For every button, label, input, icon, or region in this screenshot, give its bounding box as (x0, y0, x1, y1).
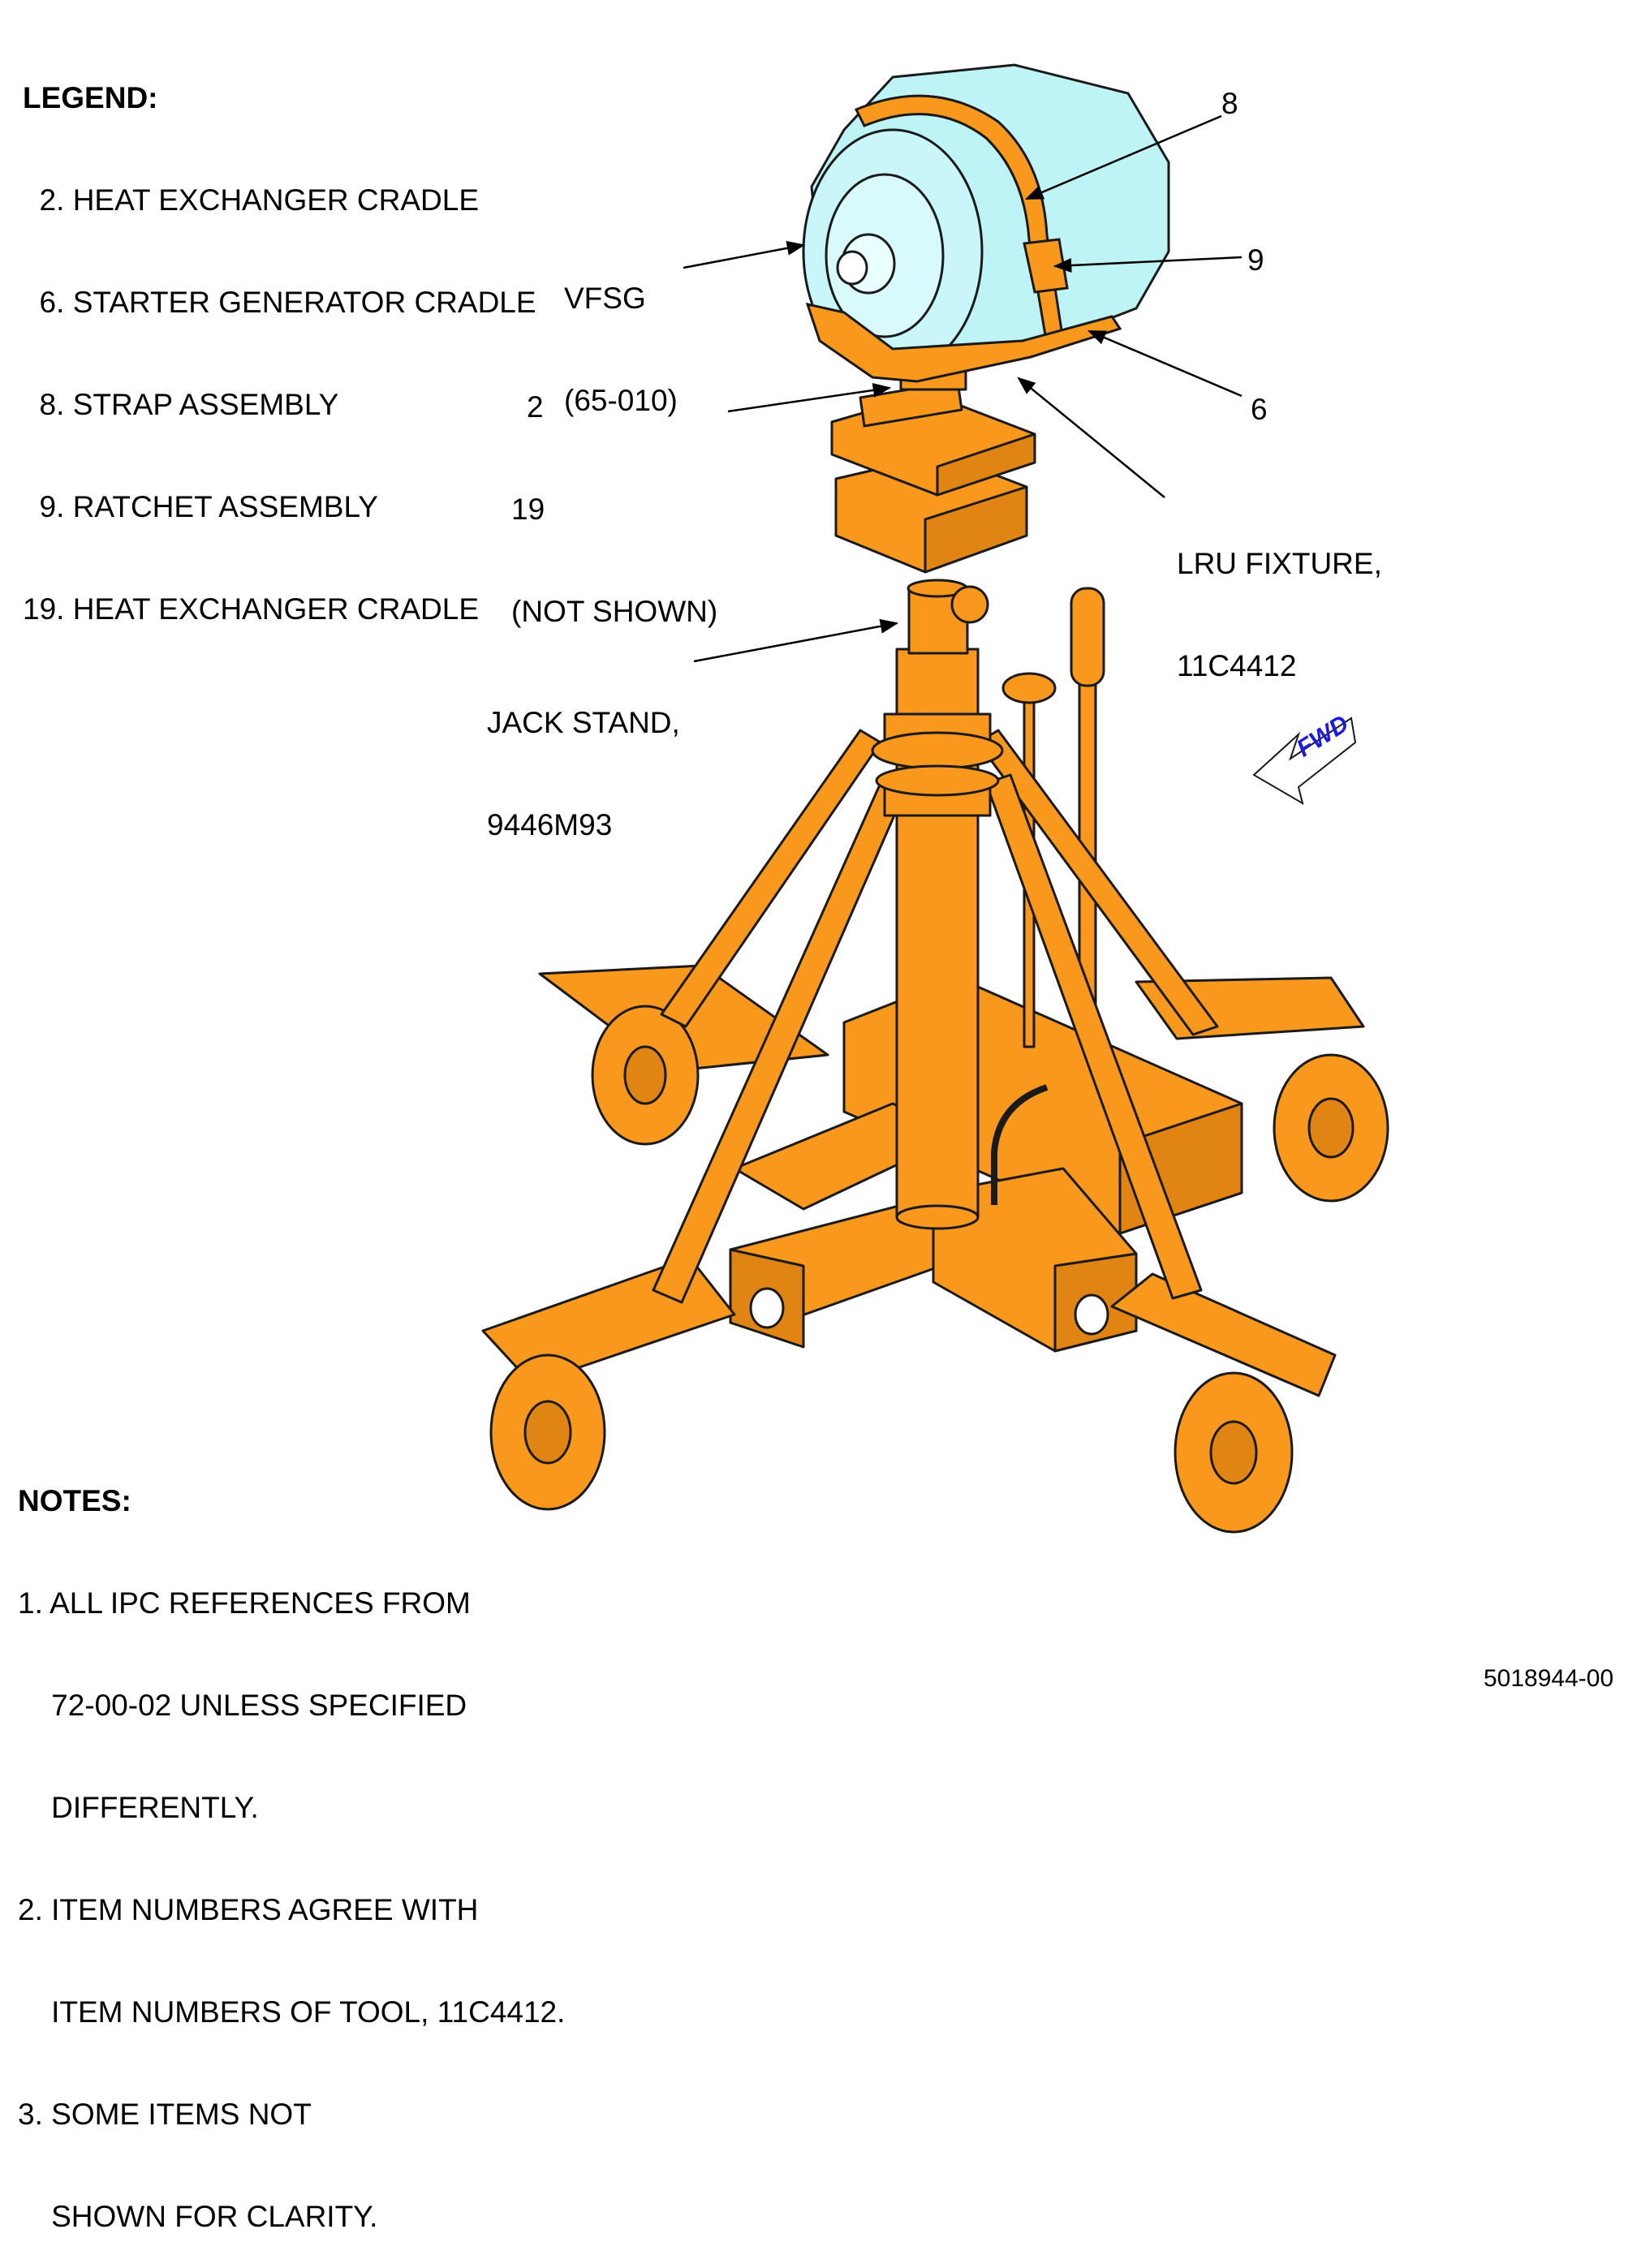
leader-lines (683, 114, 1243, 663)
callout-vfsg-line: (65-010) (564, 384, 678, 417)
legend-item: 8. STRAP ASSEMBLY (23, 388, 339, 421)
vfsg-body (802, 63, 1170, 375)
rear-right-caster (1273, 1053, 1389, 1203)
note-line: ITEM NUMBERS OF TOOL, 11C4412. (18, 1995, 566, 2029)
legend-item: 9. RATCHET ASSEMBLY (23, 490, 378, 523)
callout-item-2-19: 2 19 (NOT SHOWN) (511, 322, 717, 663)
front-right-base-plate (1110, 1272, 1337, 1397)
column-collar (871, 731, 1004, 797)
note-line: 2. ITEM NUMBERS AGREE WITH (18, 1893, 479, 1926)
note-line: 1. ALL IPC REFERENCES FROM (18, 1586, 471, 1620)
legend-item: 19. HEAT EXCHANGER CRADLE (23, 592, 480, 626)
callout-line: (NOT SHOWN) (511, 595, 718, 628)
legend-item: 6. STARTER GENERATOR CRADLE (23, 286, 536, 319)
rear-left-caster (591, 1005, 700, 1146)
callout-line: 19 (511, 493, 545, 526)
swivel-head (834, 453, 1028, 624)
pump-handle (1070, 587, 1105, 1016)
note-line: SHOWN FOR CLARITY. (18, 2200, 378, 2233)
legend-heading: LEGEND: (23, 81, 158, 114)
callout-line: 2 (527, 390, 544, 424)
starter-generator-cradle (805, 302, 1122, 383)
note-line: DIFFERENTLY. (18, 1791, 259, 1824)
legend-item: 2. HEAT EXCHANGER CRADLE (23, 183, 479, 217)
legend: LEGEND: 2. HEAT EXCHANGER CRADLE 6. STAR… (23, 13, 536, 661)
front-right-caster (1174, 1371, 1294, 1534)
front-left-caster (489, 1353, 606, 1511)
callout-vfsg: VFSG (65-010) (564, 213, 678, 452)
callout-item-8: 8 (1221, 87, 1238, 120)
jack-column (883, 579, 992, 1230)
callout-line: 9446M93 (487, 808, 613, 841)
callout-vfsg-line: VFSG (564, 282, 646, 315)
ratchet-assembly (1023, 238, 1069, 294)
callout-item-9: 9 (1247, 243, 1264, 277)
callout-item-6: 6 (1251, 393, 1268, 426)
illustration (481, 63, 1389, 1534)
callout-lru-fixture: LRU FIXTURE, 11C4412 (1177, 479, 1382, 717)
callout-line: JACK STAND, (487, 706, 680, 739)
base-beam-right (932, 1167, 1138, 1353)
callout-jack-stand: JACK STAND, 9446M93 (487, 638, 680, 876)
tripod-leg-front-right (984, 773, 1203, 1300)
fwd-arrow (1252, 717, 1357, 806)
tripod-leg-rear-right (976, 729, 1219, 1036)
callout-line: LRU FIXTURE, (1177, 547, 1382, 580)
figure-id: 5018944-00 (1484, 1665, 1614, 1692)
notes-heading: NOTES: (18, 1484, 131, 1517)
callout-line: 11C4412 (1177, 649, 1297, 682)
note-line: 72-00-02 UNLESS SPECIFIED (18, 1689, 467, 1722)
tripod-leg-rear-left (660, 729, 882, 1028)
note-line: 3. SOME ITEMS NOT (18, 2098, 312, 2131)
hydraulic-line (991, 1084, 1049, 1205)
notes: NOTES: 1. ALL IPC REFERENCES FROM 72-00-… (18, 1416, 565, 2268)
